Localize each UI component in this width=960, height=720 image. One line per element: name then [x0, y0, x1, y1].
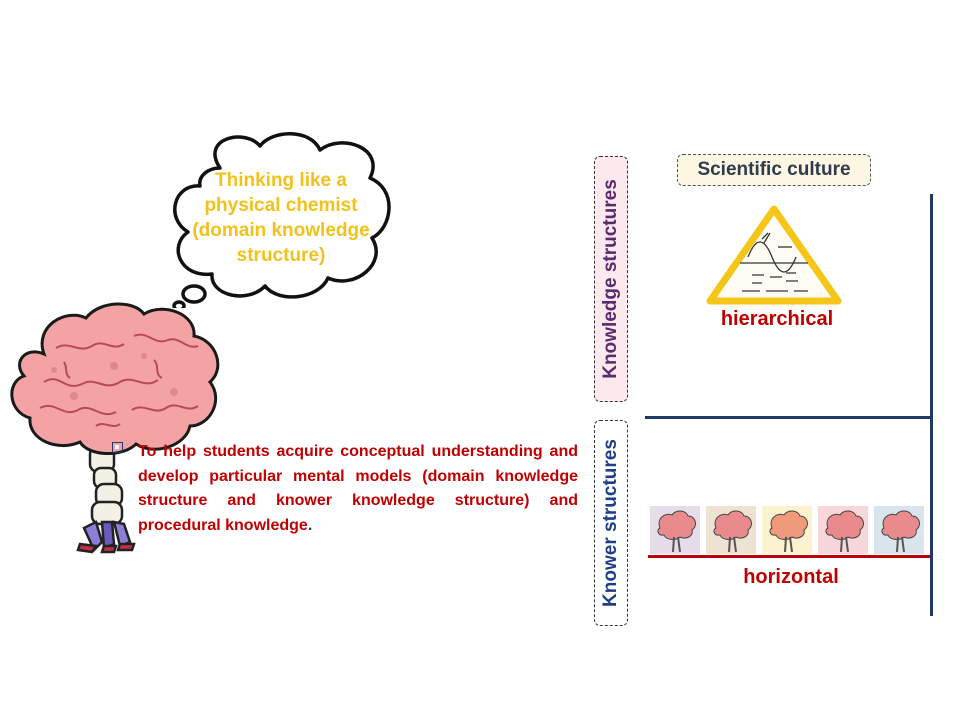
- checkbox-bullet-icon: [112, 442, 123, 453]
- cloud-line: (domain knowledge: [192, 220, 370, 241]
- hierarchical-triangle-icon: [706, 205, 842, 305]
- brain-icon: [818, 506, 868, 554]
- brain-icon: [762, 506, 812, 554]
- bullet-paragraph: To help students acquire conceptual unde…: [138, 440, 578, 538]
- scientific-culture-label: Scientific culture: [677, 154, 871, 186]
- horizontal-red-line: [648, 555, 930, 558]
- brain-tile: [706, 506, 756, 554]
- brain-tile: [650, 506, 700, 554]
- knowledge-structures-text: Knowledge structures: [600, 179, 621, 379]
- brain-tile: [818, 506, 868, 554]
- bullet-text: To help students acquire conceptual unde…: [138, 443, 578, 534]
- brain-tile: [874, 506, 924, 554]
- cloud-line: Thinking like a: [215, 170, 347, 191]
- brain-icon: [706, 506, 756, 554]
- thought-cloud: [172, 132, 391, 308]
- cloud-text: Thinking like a physical chemist (domain…: [168, 168, 394, 268]
- brain-character-icon: [10, 302, 220, 554]
- brain-icon: [874, 506, 924, 554]
- brain-icon: [650, 506, 700, 554]
- cloud-line: physical chemist: [204, 195, 358, 216]
- bullet-point: To help students acquire conceptual unde…: [112, 440, 578, 538]
- cloud-line: structure): [236, 245, 326, 266]
- knowledge-structures-label: Knowledge structures: [594, 156, 628, 402]
- knower-structures-label: Knower structures: [594, 420, 628, 626]
- horizontal-label: horizontal: [743, 566, 839, 588]
- hierarchical-label: hierarchical: [720, 308, 834, 330]
- horizontal-divider-line: [645, 416, 933, 419]
- knower-structures-text: Knower structures: [600, 439, 621, 607]
- vertical-axis-line: [930, 194, 933, 616]
- brain-tile: [762, 506, 812, 554]
- bullet-period: .: [307, 516, 313, 534]
